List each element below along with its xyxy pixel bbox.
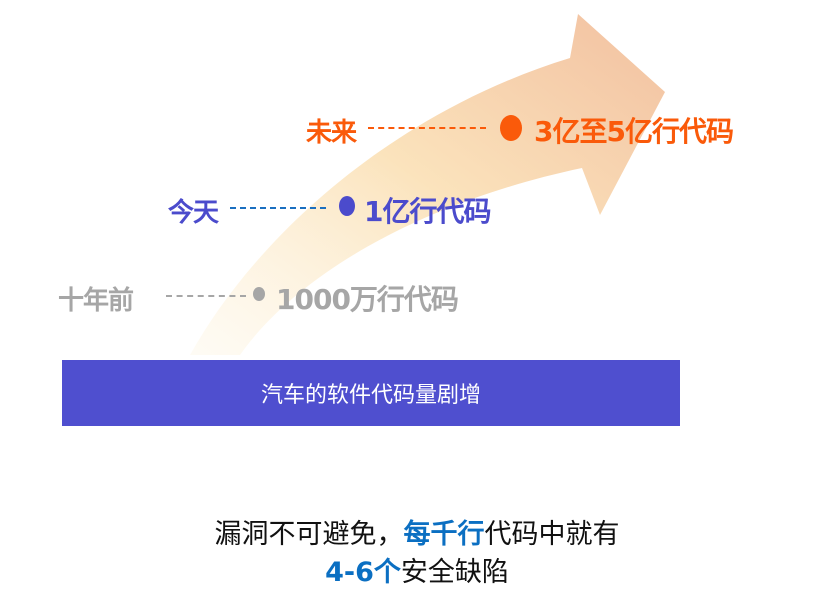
banner: 汽车的软件代码量剧增 [62, 360, 680, 426]
dashed-connector [368, 127, 486, 129]
dashed-connector [230, 207, 326, 209]
footer-highlight-1: 每千行 [403, 519, 485, 550]
milestone-time-today: 今天 [168, 198, 219, 228]
footer-text: 漏洞不可避免，每千行代码中就有 4-6个安全缺陷 [0, 516, 834, 592]
footer-text-2b: 安全缺陷 [400, 557, 509, 588]
milestone-time-past: 十年前 [58, 286, 134, 316]
milestone-value-today: 1亿行代码 [364, 195, 491, 228]
footer-text-1c: 代码中就有 [484, 519, 620, 550]
milestone-dot [253, 287, 265, 301]
milestone-dot [339, 196, 355, 216]
footer-highlight-2: 4-6个 [325, 557, 401, 588]
milestone-value-future: 3亿至5亿行代码 [534, 115, 734, 148]
milestone-value-past: 1000万行代码 [276, 283, 459, 316]
milestone-time-future: 未来 [306, 118, 357, 148]
milestone-dot [500, 115, 522, 141]
footer-text-1a: 漏洞不可避免， [214, 519, 404, 550]
banner-text: 汽车的软件代码量剧增 [260, 383, 481, 408]
dashed-connector [166, 295, 246, 297]
